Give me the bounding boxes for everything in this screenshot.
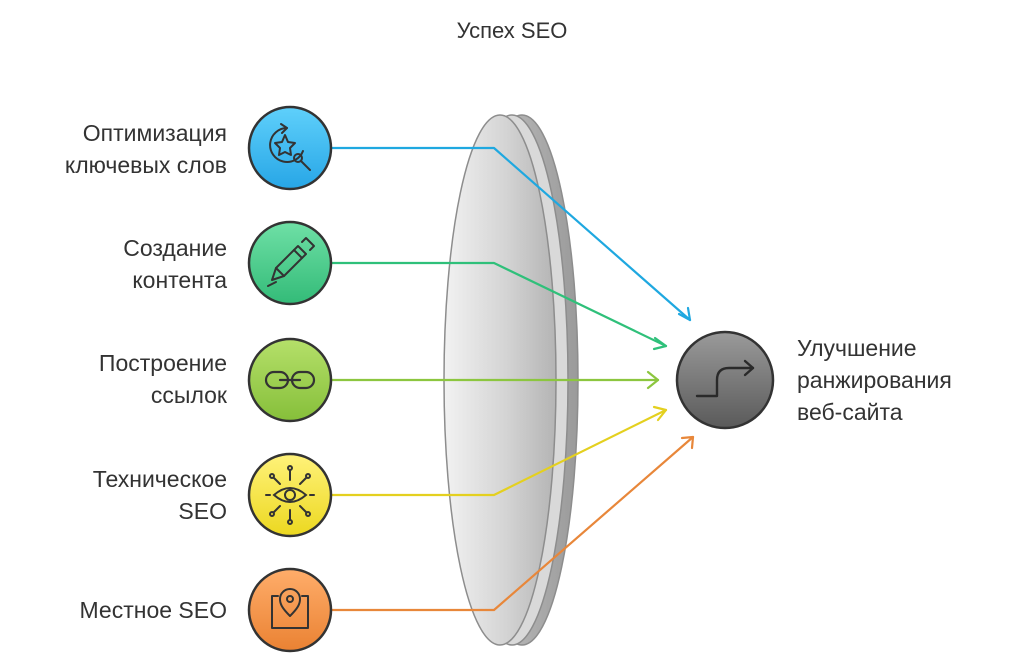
connector-local [328, 435, 695, 612]
keyword-search-icon [269, 123, 311, 171]
trend-up-icon [695, 359, 755, 398]
pen-icon [267, 237, 315, 287]
factor-label-local: Местное SEO [79, 597, 228, 623]
factor-circle-links [247, 337, 333, 423]
factor-circle-keywords [247, 105, 333, 191]
diagram-title: Успех SEO [456, 18, 568, 43]
factor-circle-technical [247, 452, 333, 538]
connector-keywords [328, 146, 692, 322]
factor-circle-local [247, 567, 333, 653]
connector-technical [328, 405, 668, 497]
location-pin-icon [271, 588, 309, 629]
connector-links [328, 370, 660, 390]
tech-eye-icon [265, 465, 315, 525]
factor-circle-content [247, 220, 333, 306]
result-circle [675, 330, 775, 430]
link-icon [264, 370, 316, 390]
connector-content [328, 261, 668, 351]
